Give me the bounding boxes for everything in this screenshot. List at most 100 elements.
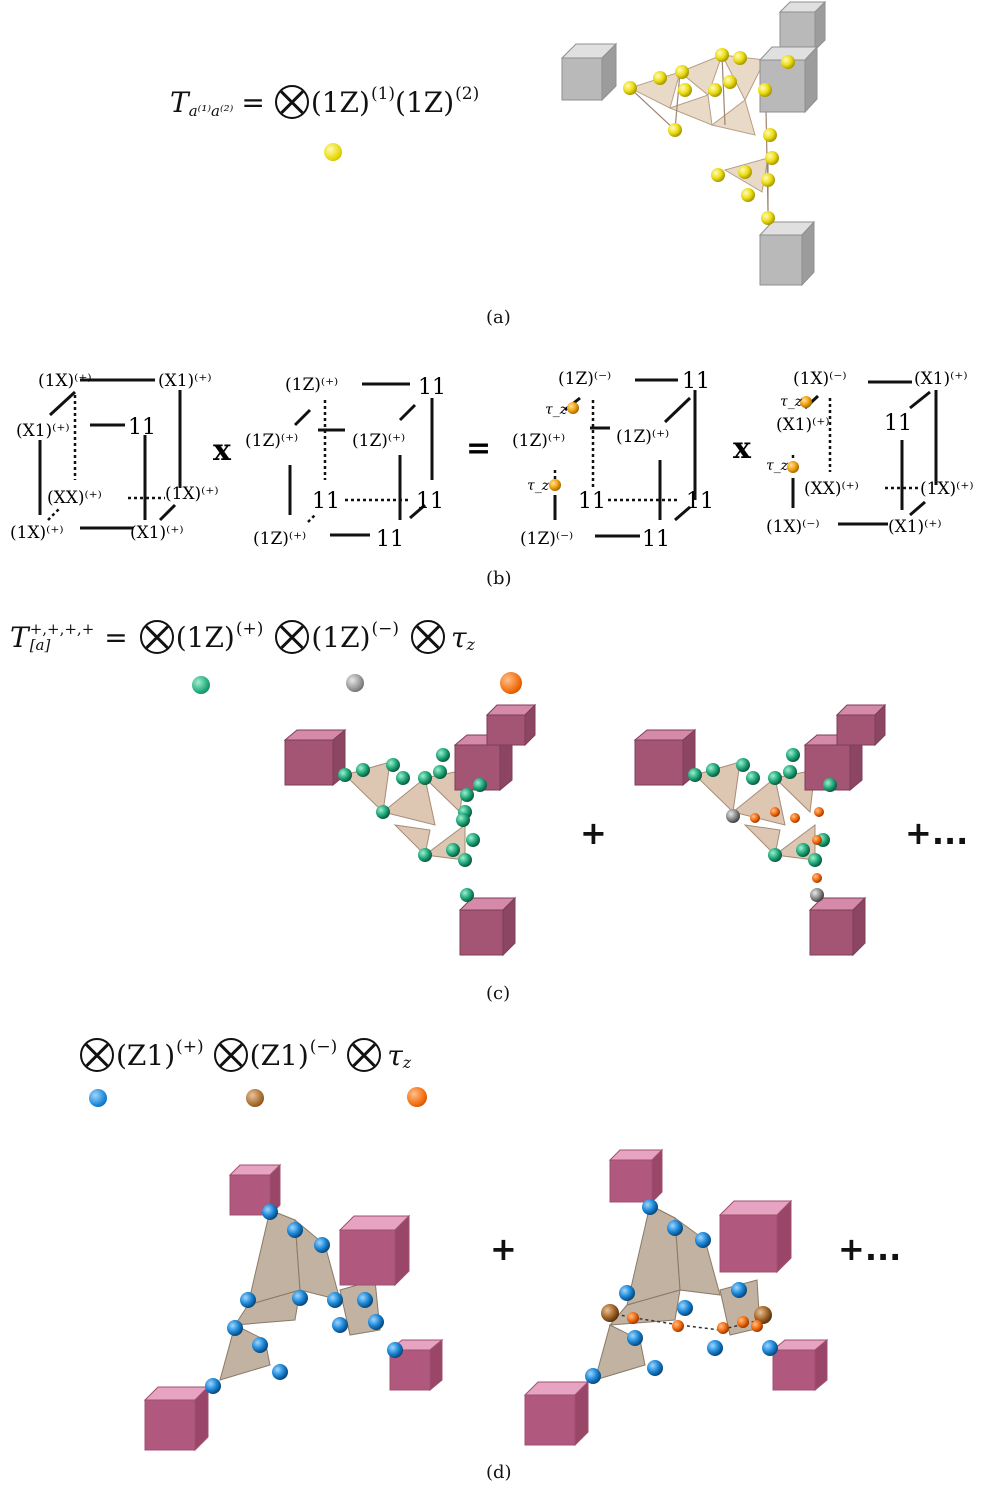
c4-label-5: (1X)⁽⁺⁾ bbox=[920, 479, 974, 499]
green-spheres bbox=[688, 748, 837, 867]
c2-label-7: 11 bbox=[376, 527, 404, 552]
c2-label-5: 11 bbox=[416, 489, 444, 514]
panel-c-lhs-sup: +,+,+,+ bbox=[29, 620, 95, 638]
tau-ball-c4-top bbox=[800, 396, 812, 408]
panel-c-term1-sup: (+) bbox=[235, 619, 264, 639]
times-op-2: x bbox=[733, 431, 752, 466]
yellow-sphere-legend-icon bbox=[324, 143, 342, 161]
c3-label-0: (1Z)⁽⁻⁾ bbox=[558, 369, 611, 389]
c4-tau-left: τ_z bbox=[766, 458, 789, 474]
tensor-product-icon bbox=[274, 85, 309, 119]
panel-d-term1-sup: (+) bbox=[176, 1037, 204, 1057]
blue-sphere-legend-icon bbox=[89, 1089, 107, 1107]
panel-a-term1: (1Z) bbox=[310, 85, 370, 119]
c4-label-1: (X1)⁽⁺⁾ bbox=[914, 369, 968, 389]
orange-sphere-legend-icon bbox=[500, 672, 522, 694]
panel-c-equation: T +,+,+,+ [a] = (1Z) (+) (1Z) (−) τ z bbox=[10, 619, 475, 654]
c3-tau-top: τ_z bbox=[545, 402, 568, 418]
brown-spheres bbox=[601, 1304, 772, 1324]
tau-ball-c3-top bbox=[567, 402, 579, 414]
panel-d-term2: (Z1) bbox=[249, 1038, 309, 1072]
c2-label-1: 11 bbox=[418, 375, 446, 400]
c3-label-1: 11 bbox=[682, 369, 710, 394]
tetrahedra bbox=[594, 1204, 761, 1381]
panel-d-lattice-right bbox=[523, 1148, 829, 1447]
panel-d-term3-sub: z bbox=[402, 1052, 412, 1072]
c1-label-1: (X1)⁽⁺⁾ bbox=[158, 371, 212, 391]
cube-gray-bottom bbox=[758, 220, 816, 287]
panel-d-equation: (Z1) (+) (Z1) (−) τ z bbox=[78, 1037, 412, 1072]
tetrahedra bbox=[344, 761, 466, 861]
panel-d-term1: (Z1) bbox=[116, 1038, 176, 1072]
c1-label-7: (X1)⁽⁺⁾ bbox=[130, 523, 184, 543]
green-sphere-legend-icon bbox=[192, 676, 210, 694]
c4-tau-top: τ_z bbox=[780, 394, 803, 410]
c2-label-6: (1Z)⁽⁺⁾ bbox=[253, 529, 306, 549]
c3-label-6: (1Z)⁽⁻⁾ bbox=[520, 529, 573, 549]
c1-label-2: (X1)⁽⁺⁾ bbox=[16, 421, 70, 441]
panel-a-term1-sup: (1) bbox=[370, 84, 396, 104]
orange-sphere-legend-icon bbox=[407, 1087, 427, 1107]
cube-1 bbox=[38, 378, 182, 530]
panel-c-eq: = bbox=[104, 620, 128, 654]
cube-gray-left bbox=[560, 42, 618, 102]
c4-label-2: (X1)⁽⁺⁾ bbox=[776, 415, 830, 435]
panel-d-lattice-left bbox=[143, 1163, 444, 1452]
orange-spheres bbox=[750, 807, 824, 883]
cube-2 bbox=[288, 382, 434, 537]
c4-label-7: (X1)⁽⁺⁾ bbox=[888, 517, 942, 537]
pink-cubes bbox=[633, 703, 887, 957]
panel-c-plus: + bbox=[580, 814, 607, 852]
brown-sphere-legend-icon bbox=[246, 1089, 264, 1107]
panel-a-term2: (1Z) bbox=[395, 85, 455, 119]
panel-c-lattice-right bbox=[633, 703, 887, 957]
orange-spheres bbox=[627, 1312, 763, 1334]
tensor-product-icon bbox=[275, 620, 310, 654]
panel-c-term2: (1Z) bbox=[311, 620, 371, 654]
panel-d-term2-sup: (−) bbox=[309, 1037, 338, 1057]
c4-label-6: (1X)⁽⁻⁾ bbox=[766, 517, 820, 537]
c1-label-0: (1X)⁽⁺⁾ bbox=[38, 371, 92, 391]
c4-label-4: (XX)⁽⁺⁾ bbox=[804, 479, 859, 499]
c2-label-0: (1Z)⁽⁺⁾ bbox=[285, 375, 338, 395]
c3-label-2: (1Z)⁽⁺⁾ bbox=[512, 431, 565, 451]
panel-c-term3: τ bbox=[451, 620, 467, 654]
panel-a-equation: T a⁽¹⁾a⁽²⁾ = (1Z) (1) (1Z) (2) bbox=[170, 84, 480, 120]
blue-spheres bbox=[205, 1204, 403, 1394]
c4-label-3: 11 bbox=[884, 411, 912, 436]
panel-b-caption: (b) bbox=[486, 568, 512, 589]
panel-d-term3: τ bbox=[387, 1038, 403, 1072]
equals-op: = bbox=[466, 431, 491, 466]
c3-label-3: (1Z)⁽⁺⁾ bbox=[616, 427, 669, 447]
panel-d-plus: + bbox=[490, 1230, 517, 1268]
panel-c-term3-sub: z bbox=[466, 634, 475, 654]
panel-a-caption: (a) bbox=[486, 307, 511, 328]
blue-spheres bbox=[585, 1199, 778, 1384]
tensor-product-icon bbox=[347, 1038, 382, 1072]
pink-cubes bbox=[523, 1148, 829, 1447]
c3-tau-left: τ_z bbox=[527, 478, 550, 494]
cube-4 bbox=[791, 380, 938, 526]
c1-label-5: (1X)⁽⁺⁾ bbox=[165, 484, 219, 504]
gray-sphere-legend-icon bbox=[346, 674, 364, 692]
c1-label-4: (XX)⁽⁺⁾ bbox=[47, 488, 102, 508]
pink-cubes bbox=[283, 703, 537, 957]
panel-a-eq: = bbox=[241, 85, 265, 119]
panel-c-term2-sup: (−) bbox=[371, 619, 400, 639]
tau-ball-c4-left bbox=[787, 461, 799, 473]
cube-gray-top bbox=[778, 0, 827, 52]
c3-label-4: 11 bbox=[578, 489, 606, 514]
c1-label-3: 11 bbox=[128, 415, 156, 440]
panel-b-cube-product: (1X)⁽⁺⁾ (X1)⁽⁺⁾ (X1)⁽⁺⁾ 11 (XX)⁽⁺⁾ (1X)⁽… bbox=[10, 369, 974, 552]
c1-label-6: (1X)⁽⁺⁾ bbox=[10, 523, 64, 543]
c2-label-4: 11 bbox=[312, 489, 340, 514]
c2-label-3: (1Z)⁽⁺⁾ bbox=[352, 431, 405, 451]
c2-label-2: (1Z)⁽⁺⁾ bbox=[245, 431, 298, 451]
panel-d-caption: (d) bbox=[486, 1462, 512, 1483]
panel-c-lattice-left bbox=[283, 703, 537, 957]
panel-d-plus-more: +... bbox=[838, 1230, 902, 1268]
green-spheres bbox=[338, 748, 487, 902]
panel-a-term2-sup: (2) bbox=[455, 84, 480, 104]
gray-spheres bbox=[726, 809, 824, 902]
panel-c-lhs-sub: [a] bbox=[29, 636, 51, 654]
